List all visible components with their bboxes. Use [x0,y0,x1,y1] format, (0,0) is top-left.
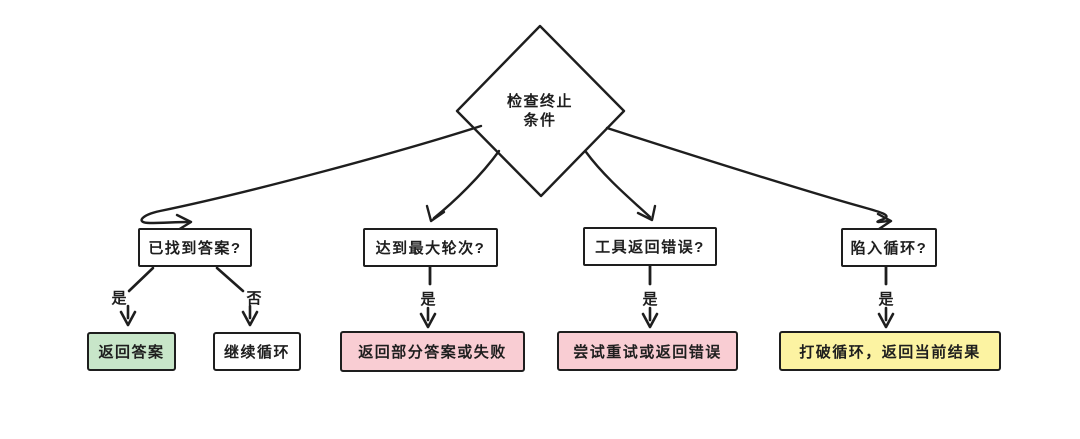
result-box-continue-loop: 继续循环 [213,332,301,371]
result-box-retry-or-return-error: 尝试重试或返回错误 [557,331,738,371]
question-box-max-rounds: 达到最大轮次? [363,228,498,267]
question-box-found-answer: 已找到答案? [138,228,252,267]
edge-line-q1-yes [127,266,155,293]
down-arrow-q1-no [241,304,259,327]
question-box-stuck-loop: 陷入循环? [841,228,937,267]
arrow-root-to-q2-head [425,204,446,223]
arrow-root-to-q3-head [636,204,657,222]
arrow-root-to-q4-head [876,212,893,231]
edge-label-q4-yes: 是 [878,291,894,308]
edge-label-q3-yes: 是 [642,291,658,308]
edge-label-q1-no: 否 [246,290,262,307]
edge-label-q2-yes: 是 [420,291,436,308]
question-box-tool-error: 工具返回错误? [583,227,717,266]
down-arrow-q4-yes [877,306,895,329]
result-box-break-loop-return-result: 打破循环，返回当前结果 [779,331,1001,371]
down-arrow-q3-yes [641,306,659,329]
edge-line-q1-no [215,266,245,293]
arrow-root-to-q3 [584,150,652,219]
root-node-label: 检查终止 条件 [478,92,602,130]
root-diamond-shape [455,24,626,198]
result-box-return-answer: 返回答案 [87,332,176,371]
root-label-line2: 条件 [523,112,557,129]
down-arrow-q1-yes [119,304,137,327]
edge-label-q1-yes: 是 [111,290,127,307]
arrow-root-to-q4 [605,126,890,224]
arrow-root-to-q1 [140,124,483,225]
arrow-root-to-q2 [432,149,501,220]
root-label-line1: 检查终止 [506,93,573,110]
result-box-partial-answer-or-fail: 返回部分答案或失败 [340,331,525,372]
down-arrow-q2-yes [419,306,437,329]
